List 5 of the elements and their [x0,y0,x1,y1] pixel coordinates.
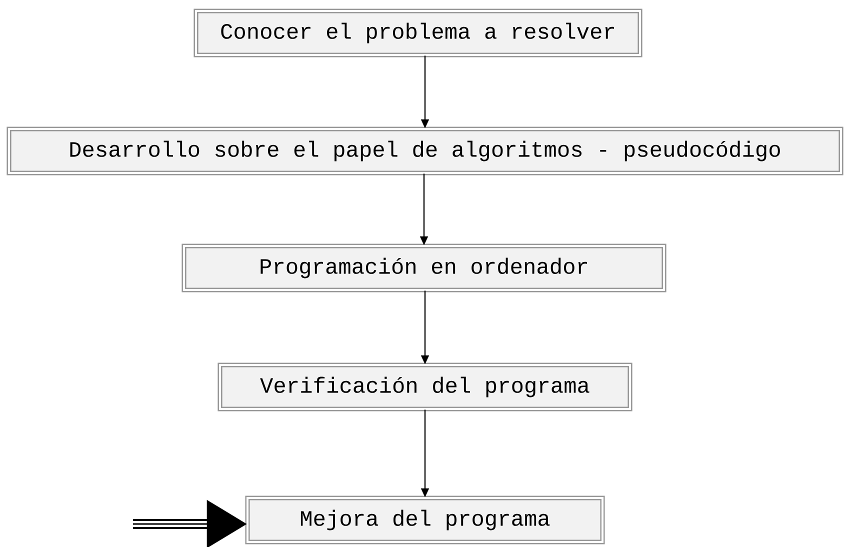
process-box: Desarrollo sobre el papel de algoritmos - pseudocódigo [6,126,844,176]
process-box: Mejora del programa [245,496,605,544]
process-box: Conocer el problema a resolver [194,8,642,58]
process-box: Verificación del programa [218,362,632,412]
process-box: Programación en ordenador [182,244,666,292]
